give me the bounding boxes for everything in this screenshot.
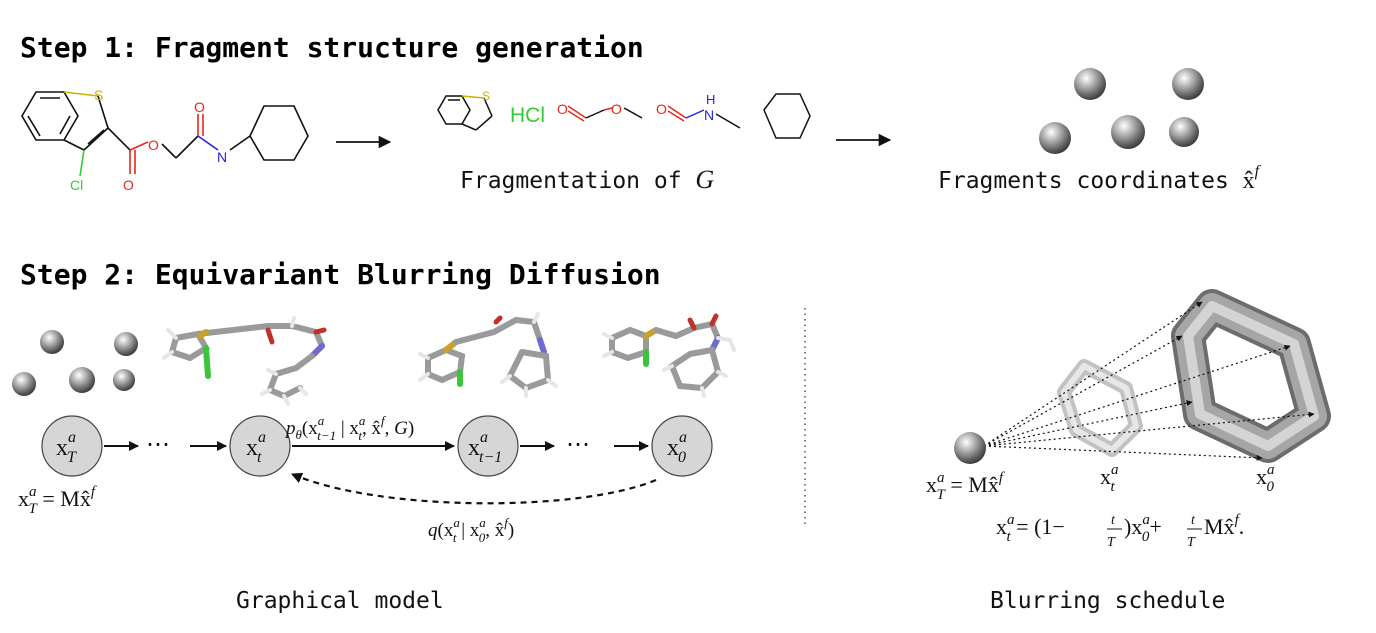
svg-text:xat: xat [246,429,266,466]
svg-text:t: t [1111,513,1116,528]
node-sup: a [258,429,266,446]
node-sup: a [679,429,687,446]
atom-o-label: O [656,101,667,117]
fragment-spheres [1039,68,1204,154]
atom-h-label: H [706,92,715,107]
sphere-xT [954,432,986,464]
svg-text:xa0: xa 0 [667,429,687,466]
svg-text:t: t [1191,513,1196,528]
step2-title: Step 2: Equivariant Blurring Diffusion [20,258,661,291]
blur-rays [983,301,1315,461]
svg-text:T: T [1107,535,1116,550]
stick-molecule-clean [602,313,736,398]
graphical-caption: Graphical model [236,588,444,614]
ellipsis: ⋯ [146,432,170,458]
svg-text:xat−1: xa t−1 [468,429,502,466]
node-base: x [56,435,68,461]
atom-cl-label: Cl [70,177,83,193]
atom-o-label: O [557,101,568,117]
hcl-label: HCl [510,104,545,127]
atom-n-label: N [704,107,714,123]
reverse-arrow [290,472,657,505]
fragmentation-label: Fragmentation of G [460,165,714,194]
ring-small [1057,359,1143,457]
svg-text:)xa0+: )xa0+ [1124,512,1162,545]
atom-o-label: O [611,101,622,117]
noise-spheres [12,330,138,396]
atom-s-label: S [94,87,103,103]
svg-text:xat = (1−: xat = (1− [996,512,1065,545]
node-sub: 0 [678,449,686,466]
atom-s-label: S [482,89,490,103]
atom-o-label: O [194,99,205,115]
node-sup: a [68,429,76,446]
coords-sup: f [1255,163,1262,180]
molecule-g [21,91,309,177]
blur-caption: Blurring schedule [990,588,1225,614]
node-base: x [667,435,679,461]
stick-molecule-mid [418,312,558,398]
node-base: x [468,435,480,461]
svg-text:T: T [1187,535,1196,550]
node-sub: t−1 [479,449,502,466]
atom-n-label: N [217,149,227,165]
node-x-0: xa 0 [651,415,713,477]
atom-o-label: O [148,137,159,153]
node-sup: a [480,429,488,446]
fragments [437,93,811,139]
coords-text: Fragments coordinates [938,168,1243,194]
svg-text:Mx̂f.: Mx̂f. [1204,512,1244,539]
stick-molecule-noisy [162,316,327,406]
coords-label: Fragments coordinates x̂f [938,163,1262,194]
node-base: x [246,435,258,461]
coords-symbol: x̂ [1243,168,1255,194]
fragmentation-text: Fragmentation of [460,168,695,194]
node-sub: t [257,449,262,466]
ring-large [1171,289,1331,463]
fragmentation-symbol: G [695,165,714,194]
step1-title: Step 1: Fragment structure generation [20,31,644,64]
node-x-t-minus-1: xa t−1 [457,415,519,477]
atom-o-label: O [123,177,134,193]
node-sub: T [67,449,77,466]
svg-text:xaT: xaT [56,429,77,466]
ellipsis: ⋯ [566,432,590,458]
